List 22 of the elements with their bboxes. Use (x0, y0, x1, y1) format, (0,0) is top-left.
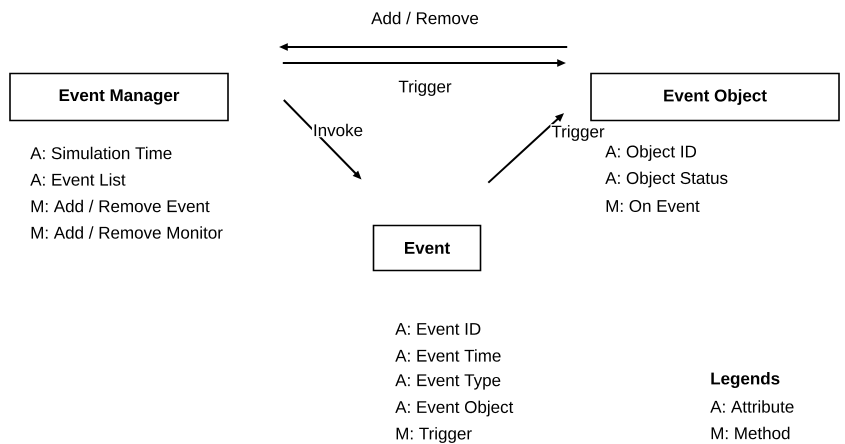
entity-box: Event Manager (9, 72, 229, 122)
attribute-text: A: Event List (30, 173, 126, 186)
legend-text: M: Method (712, 426, 790, 440)
attribute-text: A: Object Status (605, 172, 728, 188)
entity-box: Event (372, 224, 482, 272)
edge-label: Invoke (312, 122, 364, 138)
attribute-text: A: Simulation Time (30, 146, 172, 160)
edge-label: Trigger (550, 124, 606, 142)
attribute-text: M: On Event (606, 200, 700, 212)
entity-box: Event Object (590, 72, 840, 122)
legend-text: Legends (711, 372, 780, 388)
attribute-text: A: Event Time (395, 349, 501, 362)
attribute-text: A: Event Object (395, 400, 514, 416)
attribute-text: M: Add / Remove Event (32, 200, 210, 212)
edge-label: Add / Remove (370, 10, 480, 26)
legend-text: A: Attribute (710, 400, 794, 413)
attribute-text: A: Event ID (395, 323, 480, 335)
attribute-text: M: Trigger (396, 427, 472, 443)
attribute-text: M: Add / Remove Monitor (32, 226, 223, 239)
attribute-text: A: Event Type (395, 374, 500, 390)
attribute-text: A: Object ID (605, 145, 696, 161)
edge-label: Trigger (397, 79, 453, 97)
